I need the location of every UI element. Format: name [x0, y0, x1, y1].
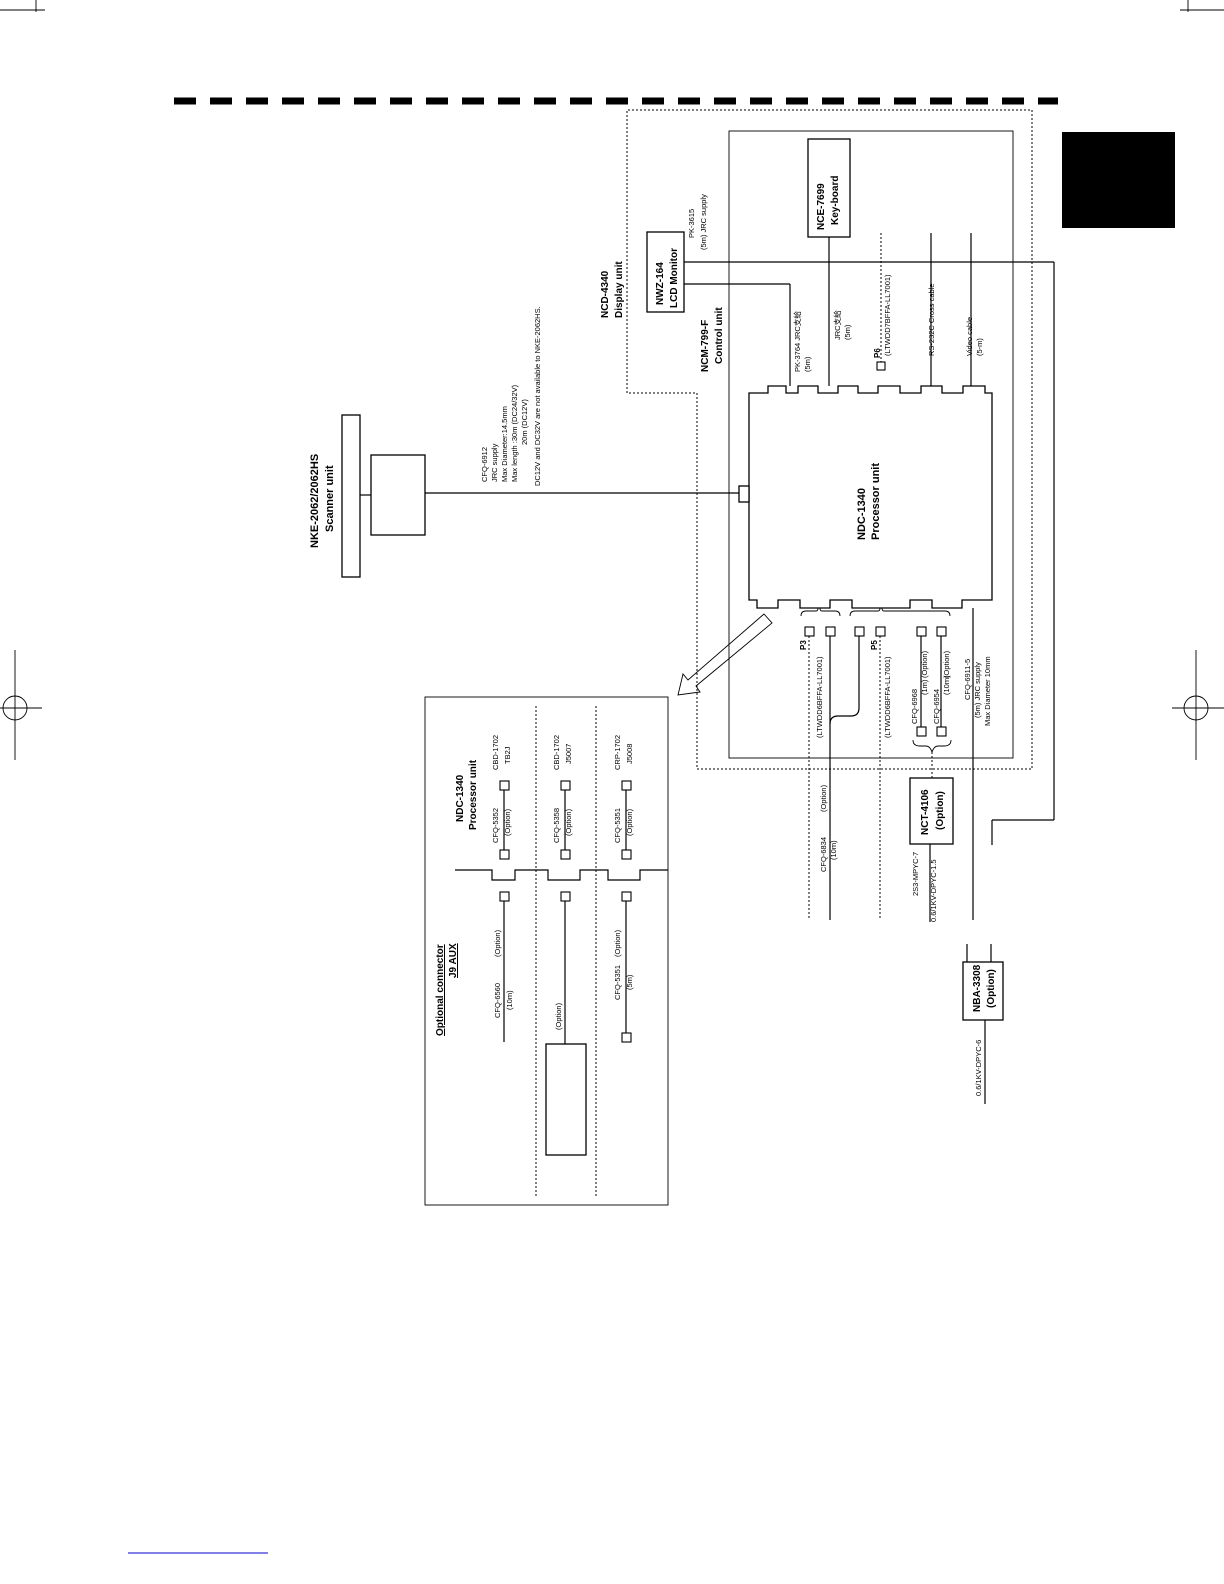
nba-box	[962, 961, 1004, 1021]
monitor-cable-spec: (5m) JRC supply	[699, 194, 708, 250]
keyboard-box	[807, 138, 851, 238]
monitor-cable-model: PK-3615	[687, 209, 696, 238]
cfq6954-label: CFQ-6954	[932, 689, 941, 724]
aux-row1-end: CBD-1702	[491, 735, 500, 770]
crop-marks	[0, 0, 1224, 760]
p5-spec: (LTWDD6BFFA-LL7001)	[883, 656, 892, 738]
processor-name: Processor unit	[870, 463, 882, 540]
top-connector-lines	[828, 233, 972, 386]
jrc-cable-label: JRC支給	[832, 310, 842, 340]
aux-row3-end2: J5008	[625, 744, 634, 764]
scanner-name: Scanner unit	[324, 465, 336, 532]
cfq6911-supply: (5m) JRC supply	[973, 662, 982, 718]
aux-processor-name: Processor unit	[468, 759, 479, 830]
nba-model: NBA-3308	[972, 964, 983, 1012]
scanner-model: NKE-2062/2062HS	[309, 454, 321, 548]
p5-label: P5	[870, 640, 879, 650]
cfq6954-option: (Option)	[942, 650, 951, 678]
aux-row1-end2: TB2J	[503, 746, 512, 764]
nct-model: NCT-4106	[920, 789, 931, 835]
display-unit-name: Display unit	[614, 261, 625, 318]
p3-label: P3	[799, 640, 808, 650]
display-unit-model: NCD-4340	[600, 270, 611, 318]
nct-box	[909, 777, 954, 845]
nct-option: (Option)	[935, 791, 946, 830]
keyboard-model: NCE-7699	[816, 183, 827, 230]
control-unit-name: Control unit	[714, 307, 725, 364]
aux-row1-opt: (Option)	[493, 929, 502, 957]
aux-row-3	[621, 780, 632, 1043]
aux-row-2	[545, 780, 587, 1156]
aux-row2-end: CBD-1702	[552, 735, 561, 770]
bottom-connector-lines	[800, 607, 974, 920]
cfq6968-length: (1m)	[920, 679, 929, 695]
p6-spec: (LTWDD7BFFA-LL7001)	[883, 274, 892, 356]
nba-cable: 0.6/1KV-DPYC-6	[974, 1040, 983, 1096]
pk3764-length: (5m)	[803, 356, 812, 372]
cfq6834-length: (10m)	[829, 840, 838, 860]
scanner-cable-model: CFQ-6912	[480, 447, 489, 482]
aux-row3-len: (5m)	[625, 974, 634, 990]
scanner-cable-note: DC12V and DC32V are not available to NKE…	[533, 306, 542, 486]
aux-row3-end: CRP-1702	[613, 735, 622, 770]
lcd-monitor-box	[646, 231, 685, 313]
aux-processor-model: NDC-1340	[455, 774, 466, 822]
nct-cable-2: 0.6/1KV-DPYC-1.5	[929, 859, 938, 922]
rs232c-label: RS-232C Cross cable	[927, 283, 936, 356]
cfq6911-label: CFQ-6911-5	[963, 659, 972, 700]
cfq6954-length: (10m)	[942, 675, 951, 695]
aux-row1-len: (10m)	[505, 990, 514, 1010]
scanner-cable-supply: JRC supply	[490, 443, 499, 482]
aux-row3-mid: CFQ-5351	[613, 808, 622, 843]
aux-row2-opt: (Option)	[554, 1002, 563, 1030]
cfq6834-label: CFQ-6834	[819, 837, 828, 872]
nct-cable-1: 2S3-MPYC-7	[911, 852, 920, 896]
aux-subtitle: J9 AUX	[448, 943, 459, 978]
lcd-monitor-name: LCD Monitor	[669, 248, 680, 308]
pk3764-label: PK-3764 JRC支給	[792, 311, 802, 372]
scanner-unit	[341, 414, 740, 578]
p3-spec: (LTWDD6BFFA-LL7001)	[815, 656, 824, 738]
jrc-cable-length: (5m)	[843, 324, 852, 340]
aux-processor-edges	[455, 869, 668, 881]
cfq6834-option: (Option)	[819, 784, 828, 812]
aux-row3-mid-opt: (Option)	[625, 808, 634, 836]
cfq6911-diameter: Max Diameter 10mm	[983, 656, 992, 726]
chapter-tab	[1062, 132, 1175, 228]
display-unit-outline	[626, 109, 1033, 770]
aux-detail-box	[424, 696, 669, 1206]
video-cable-label: Video cable	[965, 317, 974, 356]
scanner-cable-length1: Max length :30m (DC24/32V)	[510, 384, 519, 482]
aux-row3-cable: CFQ-5351	[613, 965, 622, 1000]
aux-row3-opt: (Option)	[613, 929, 622, 957]
aux-row-1	[499, 780, 510, 1042]
aux-row2-mid-opt: (Option)	[564, 808, 573, 836]
cfq6968-option: (Option)	[920, 650, 929, 678]
monitor-lines	[684, 261, 1055, 845]
nba-option: (Option)	[986, 969, 997, 1008]
aux-row2-mid: CFQ-5358	[552, 808, 561, 843]
control-unit-frame	[728, 130, 1014, 759]
video-cable-length: (5-m)	[975, 338, 984, 356]
scanner-cable-length2: 20m (DC12V)	[520, 399, 529, 445]
lcd-monitor-model: NWZ-164	[655, 262, 666, 305]
cfq6968-label: CFQ-6968	[910, 689, 919, 724]
p6-label: P6	[873, 348, 882, 358]
control-unit-model: NCM-799-F	[700, 320, 711, 372]
processor-model: NDC-1340	[856, 488, 868, 540]
detail-arrow	[677, 613, 773, 696]
keyboard-name: Key-board	[830, 176, 841, 225]
processor-unit	[738, 385, 993, 609]
aux-row1-mid-opt: (Option)	[503, 808, 512, 836]
aux-row2-end2: J5007	[564, 744, 573, 764]
aux-row1-cable: CFQ-6560	[493, 983, 502, 1018]
aux-row1-mid: CFQ-5352	[491, 808, 500, 843]
scanner-cable-diameter: Max Diameter:14.5mm	[500, 406, 509, 482]
aux-title: Optional connector	[435, 944, 446, 1036]
